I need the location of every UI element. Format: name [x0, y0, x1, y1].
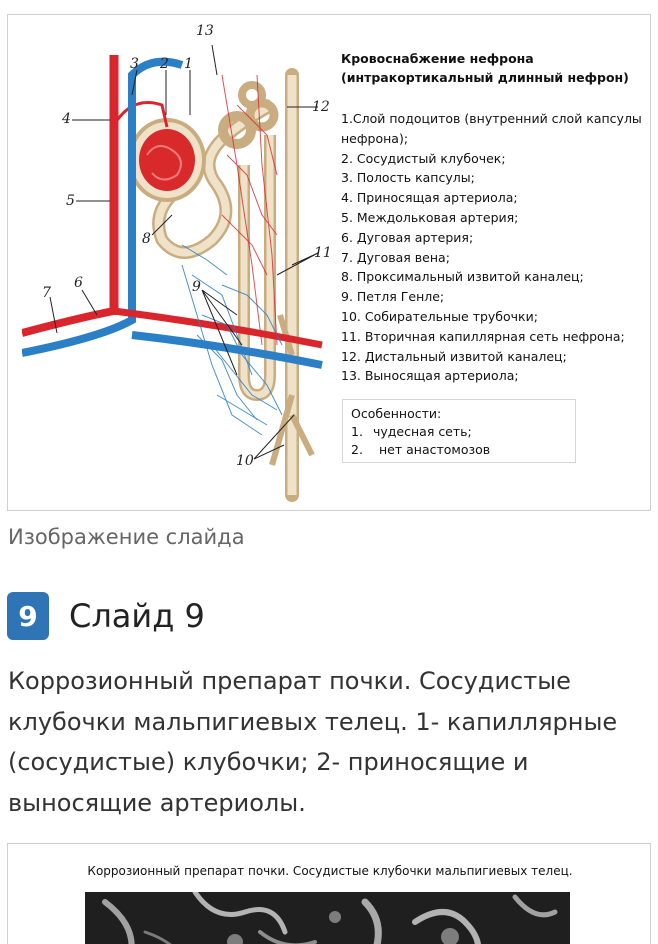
legend-item: 7. Дуговая вена;	[341, 249, 450, 265]
label-5: 5	[66, 193, 75, 209]
legend-item: 1.Слой подоцитов (внутренний слой капсул…	[341, 111, 642, 146]
image-caption: Изображение слайда	[8, 525, 245, 549]
slide-heading: 9 Слайд 9	[7, 592, 205, 640]
label-6: 6	[74, 275, 83, 291]
features-list: 1. чудесная сеть; 2. нет анастомозов	[351, 423, 567, 459]
legend-item: 4. Приносящая артериола;	[341, 190, 518, 206]
features-item-number: 1.	[351, 424, 363, 439]
legend-item: 2. Сосудистый клубочек;	[341, 150, 506, 166]
slide-title-line2: (интракортикальный длинный нефрон)	[341, 70, 629, 85]
features-item: 2. нет анастомозов	[351, 441, 567, 459]
legend-item: 3. Полость капсулы;	[341, 170, 475, 186]
features-item-text: чудесная сеть;	[373, 424, 472, 439]
features-box: Особенности: 1. чудесная сеть; 2. нет ан…	[342, 399, 576, 463]
legend-item: 5. Междольковая артерия;	[341, 209, 519, 225]
legend-item: 12. Дистальный извитой каналец;	[341, 348, 567, 364]
features-item-number: 2.	[351, 442, 363, 457]
slide-title-line1: Кровоснабжение нефрона	[341, 51, 534, 66]
slide-description: Коррозионный препарат почки. Сосудистые …	[8, 667, 618, 817]
slide-number-badge: 9	[7, 592, 49, 640]
slide-image-frame: 13 3 2 1 4 5 8 6 7 9 12 11 10 Кровоснабж…	[7, 14, 651, 511]
label-11: 11	[314, 245, 332, 261]
legend-item: 13. Выносящая артериола;	[341, 368, 519, 384]
features-item: 1. чудесная сеть;	[351, 423, 567, 441]
legend-item: 6. Дуговая артерия;	[341, 229, 474, 245]
legend-item: 11. Вторичная капиллярная сеть нефрона;	[341, 328, 625, 344]
slide-image-frame-2: Коррозионный препарат почки. Сосудистые …	[7, 843, 651, 944]
legend-item: 9. Петля Генле;	[341, 289, 445, 305]
label-2: 2	[159, 56, 169, 72]
slide-heading-title: Слайд 9	[69, 597, 205, 635]
slide-title: Кровоснабжение нефрона (интракортикальны…	[341, 49, 641, 87]
label-12: 12	[312, 99, 330, 115]
label-7: 7	[42, 285, 51, 301]
label-8: 8	[142, 231, 151, 247]
slide2-title: Коррозионный препарат почки. Сосудистые …	[87, 864, 573, 878]
kidney-corrosion-photo	[85, 892, 570, 944]
label-3: 3	[130, 56, 139, 72]
label-13: 13	[196, 23, 214, 39]
label-1: 1	[184, 56, 193, 72]
features-title: Особенности:	[351, 406, 442, 421]
legend-list: 1.Слой подоцитов (внутренний слой капсул…	[341, 109, 650, 386]
label-9: 9	[192, 279, 201, 295]
features-item-text: нет анастомозов	[379, 442, 491, 457]
legend-item: 10. Собирательные трубочки;	[341, 308, 538, 324]
nephron-blood-supply-diagram: 13 3 2 1 4 5 8 6 7 9 12 11 10	[22, 15, 348, 510]
label-10: 10	[236, 453, 254, 469]
label-4: 4	[61, 111, 71, 127]
legend-item: 8. Проксимальный извитой каналец;	[341, 269, 584, 285]
